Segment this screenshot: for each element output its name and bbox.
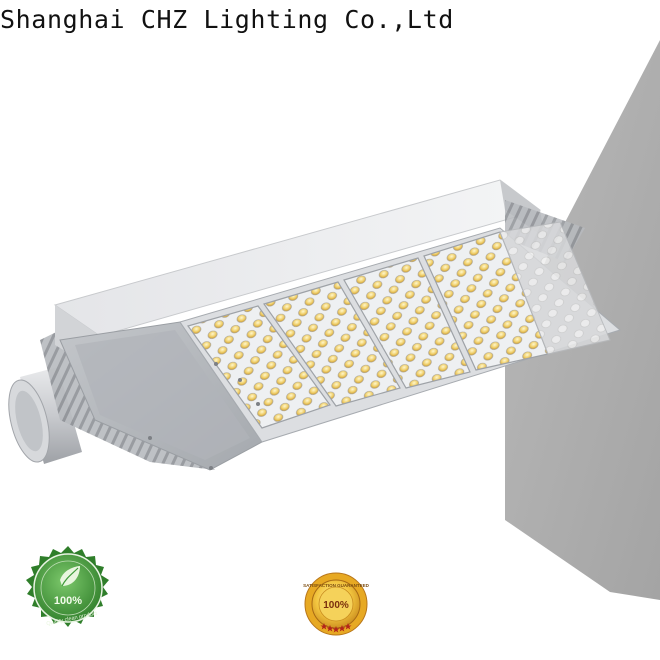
eco-badge-percent: 100% (54, 595, 82, 607)
mounting-pipe (8, 367, 82, 464)
leaf-icon (60, 566, 80, 587)
satisfaction-badge-ring-text: SATISFACTION GUARANTEED (303, 583, 369, 588)
satisfaction-guaranteed-badge: 100% SATISFACTION GUARANTEED (303, 572, 370, 636)
star-icons (320, 623, 352, 633)
company-name: Shanghai CHZ Lighting Co.,Ltd (0, 5, 454, 34)
satisfaction-badge-percent: 100% (323, 600, 349, 611)
eco-quality-badge: 100% Quality clean product (26, 546, 109, 627)
